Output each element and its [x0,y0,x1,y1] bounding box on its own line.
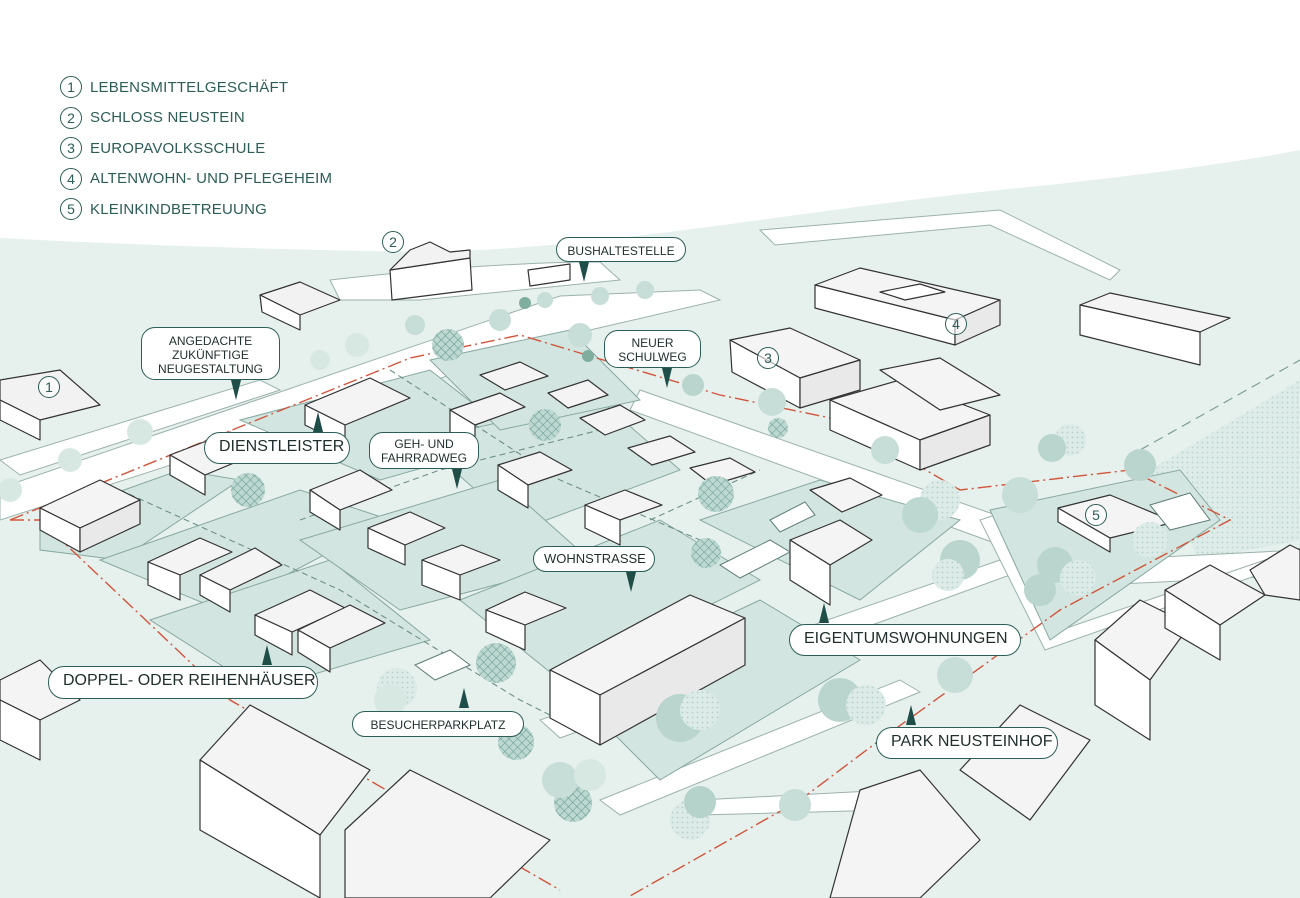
legend: 1 LEBENSMITTELGESCHÄFT 2 SCHLOSS NEUSTEI… [60,72,332,225]
legend-label: KLEINKINDBETREUUNG [90,200,267,218]
pin-icon [452,469,462,489]
pin-icon [579,262,589,282]
legend-number: 2 [60,106,82,129]
pin-icon [662,368,672,388]
pin-icon [459,688,469,708]
map-marker-3: 3 [757,347,779,369]
legend-item: 3 EUROPAVOLKSSCHULE [60,133,332,164]
parking [414,492,1211,681]
callout-line: NEUER [631,336,674,350]
pin-icon [819,603,829,623]
callout-eigentumswohnungen: EIGENTUMSWOHNUNGEN [789,624,1021,656]
callout-geh-fahrradweg: GEH- UND FAHRRADWEG [369,432,479,469]
callout-line: SCHULWEG [618,350,687,364]
callout-doppel-reihenhaeuser: DOPPEL- ODER REIHENHÄUSER [48,666,318,699]
pin-icon [231,380,241,400]
callout-angedachte: ANGEDACHTE ZUKÜNFTIGE NEUGESTALTUNG [141,327,280,380]
legend-label: ALTENWOHN- UND PFLEGEHEIM [90,170,333,188]
legend-item: 1 LEBENSMITTELGESCHÄFT [60,72,332,103]
callout-line: NEUGESTALTUNG [158,362,263,376]
callout-dienstleister: DIENSTLEISTER [204,432,350,464]
callout-bushaltestelle: BUSHALTESTELLE [556,237,686,262]
callout-park-neusteinhof: PARK NEUSTEINHOF [876,727,1058,759]
legend-number: 4 [60,167,82,190]
pin-icon [262,645,272,665]
legend-item: 2 SCHLOSS NEUSTEIN [60,103,332,134]
legend-number: 5 [60,198,82,221]
legend-label: SCHLOSS NEUSTEIN [90,109,245,127]
pin-icon [626,572,636,592]
legend-item: 5 KLEINKINDBETREUUNG [60,194,332,225]
legend-label: EUROPAVOLKSSCHULE [90,139,266,157]
map-marker-5: 5 [1085,504,1107,526]
callout-wohnstrasse: WOHNSTRASSE [533,546,655,572]
pin-icon [313,412,323,432]
callout-besucherparkplatz: BESUCHERPARKPLATZ [352,711,524,737]
callout-line: FAHRRADWEG [380,451,467,465]
map-marker-1: 1 [38,376,60,398]
callout-line: GEH- UND [394,437,454,451]
map-marker-2: 2 [382,231,404,253]
pin-icon [906,705,916,725]
callout-line: ZUKÜNFTIGE [172,348,249,362]
map-marker-4: 4 [945,313,967,335]
callout-neuer-schulweg: NEUER SCHULWEG [604,330,701,368]
legend-item: 4 ALTENWOHN- UND PFLEGEHEIM [60,164,332,195]
trees [0,281,1168,840]
legend-number: 1 [60,76,82,99]
callout-line: ANGEDACHTE [168,334,253,348]
legend-number: 3 [60,137,82,160]
legend-label: LEBENSMITTELGESCHÄFT [90,78,289,96]
buildings [0,241,1300,898]
